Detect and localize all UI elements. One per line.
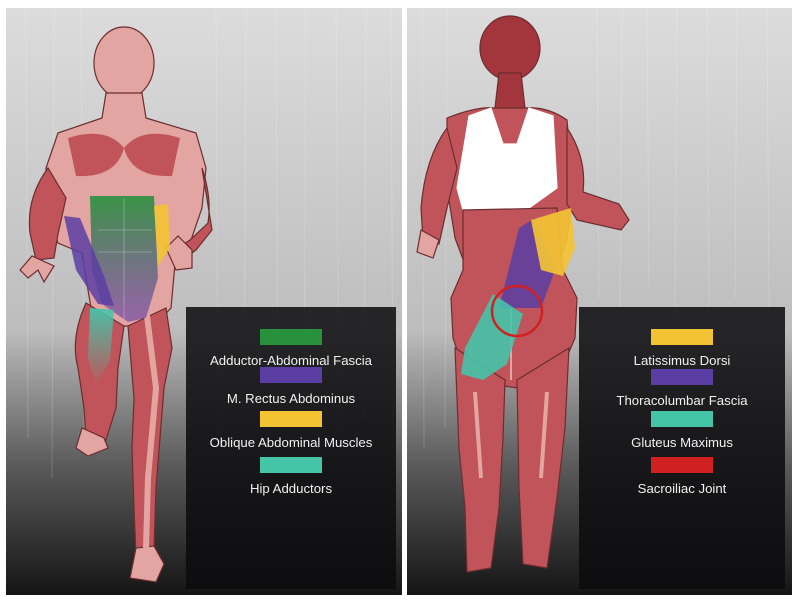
legend-swatch <box>260 367 322 383</box>
legend-label: M. Rectus Abdominus <box>186 391 396 406</box>
legend-item-latissimus-dorsi: Latissimus Dorsi <box>579 329 785 368</box>
legend-swatch <box>260 411 322 427</box>
legend-item-oblique-abdominal-muscles: Oblique Abdominal Muscles <box>186 411 396 450</box>
front-view-panel: Adductor-Abdominal Fascia M. Rectus Abdo… <box>6 8 402 595</box>
legend-label: Sacroiliac Joint <box>579 481 785 496</box>
legend-label: Hip Adductors <box>186 481 396 496</box>
legend-item-rectus-abdominus: M. Rectus Abdominus <box>186 367 396 406</box>
legend-swatch <box>651 329 713 345</box>
legend-swatch <box>260 457 322 473</box>
back-legend: Latissimus Dorsi Thoracolumbar Fascia Gl… <box>579 307 785 589</box>
legend-item-sacroiliac-joint: Sacroiliac Joint <box>579 457 785 496</box>
legend-item-hip-adductors: Hip Adductors <box>186 457 396 496</box>
legend-item-thoracolumbar-fascia: Thoracolumbar Fascia <box>579 369 785 408</box>
legend-swatch <box>260 329 322 345</box>
front-legend: Adductor-Abdominal Fascia M. Rectus Abdo… <box>186 307 396 589</box>
back-view-panel: Latissimus Dorsi Thoracolumbar Fascia Gl… <box>407 8 792 595</box>
legend-swatch <box>651 369 713 385</box>
legend-label: Gluteus Maximus <box>579 435 785 450</box>
legend-item-adductor-abdominal-fascia: Adductor-Abdominal Fascia <box>186 329 396 368</box>
legend-item-gluteus-maximus: Gluteus Maximus <box>579 411 785 450</box>
legend-label: Oblique Abdominal Muscles <box>186 435 396 450</box>
legend-swatch <box>651 457 713 473</box>
legend-label: Latissimus Dorsi <box>579 353 785 368</box>
legend-label: Thoracolumbar Fascia <box>579 393 785 408</box>
legend-label: Adductor-Abdominal Fascia <box>186 353 396 368</box>
legend-swatch <box>651 411 713 427</box>
